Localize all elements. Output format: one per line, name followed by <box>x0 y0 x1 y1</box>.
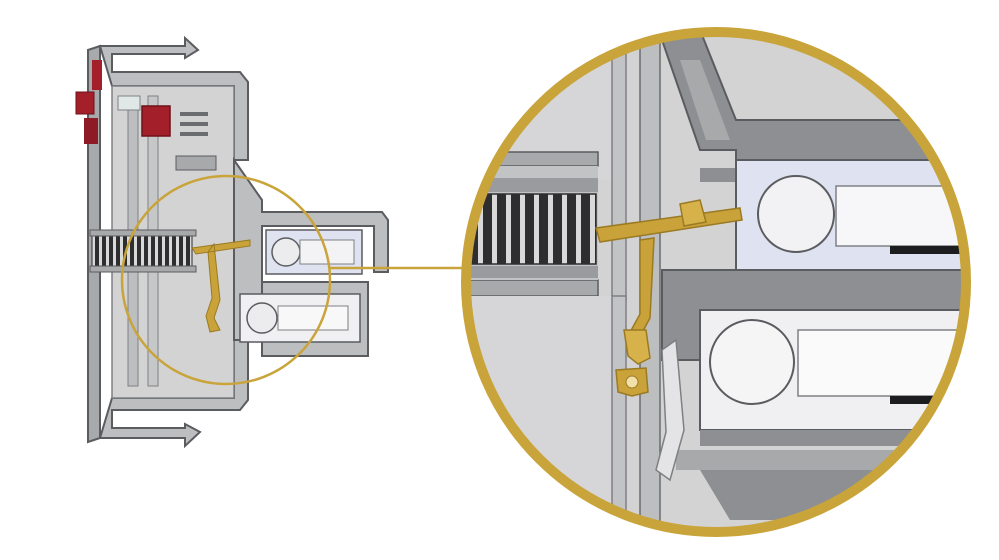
detail-lower-black-strip <box>890 396 964 404</box>
lower-contact-sleeve <box>277 305 349 331</box>
magnifier-ring <box>461 27 971 537</box>
detail-spring-sleeve-top <box>468 178 598 192</box>
lower-contact-pin <box>246 302 278 334</box>
detail-lower-base-2 <box>676 450 964 470</box>
detail-upper-contact-pin <box>757 175 835 253</box>
magnified-contact-detail <box>468 34 964 530</box>
overview-highlight-ring <box>120 174 332 386</box>
red-block <box>141 105 171 137</box>
detail-lower-contact-pin <box>709 319 795 405</box>
detail-spring-cap-top <box>468 151 599 167</box>
overview-springs <box>175 112 217 171</box>
socket-cross-section-overview <box>75 35 389 449</box>
detail-spring <box>468 193 597 265</box>
detail-lower-contact-sleeve <box>797 329 964 397</box>
red-terminal-mid <box>75 91 95 115</box>
detail-spring-sleeve-bottom <box>468 266 598 278</box>
light-block <box>117 95 141 111</box>
spring-cover-bottom <box>89 265 197 273</box>
detail-lower-divider <box>611 295 627 530</box>
detail-latch-spring <box>655 338 685 482</box>
upper-contact-pin <box>271 237 301 267</box>
detail-upper-black-strip <box>890 246 964 254</box>
overview-brass-lever <box>191 239 251 333</box>
detail-divider-wall <box>611 34 627 301</box>
red-terminal-upper <box>92 60 102 90</box>
detail-top-housing-face <box>680 60 730 140</box>
detail-brass-contact <box>595 199 743 397</box>
detail-lower-base <box>700 430 964 446</box>
overview-spring <box>91 235 193 267</box>
red-terminal-small <box>84 118 98 144</box>
spring-cover-top <box>89 229 197 237</box>
detail-upper-contact-sleeve <box>835 185 964 247</box>
